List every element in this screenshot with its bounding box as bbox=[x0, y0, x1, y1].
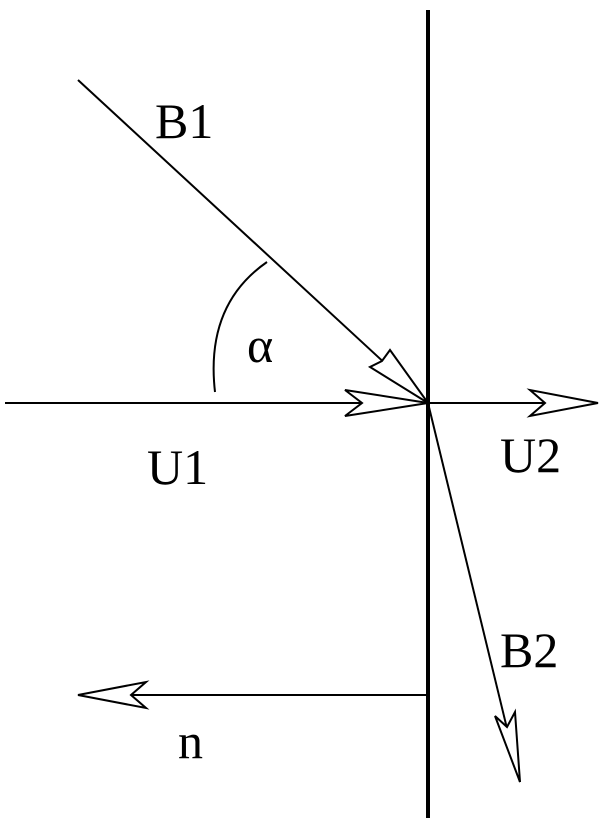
label-n: n bbox=[178, 713, 203, 769]
u1-vector-arrowhead bbox=[344, 389, 429, 417]
b1-vector-shaft bbox=[77, 79, 429, 404]
b1-vector-arrowhead bbox=[367, 348, 429, 404]
alpha-angle-arc bbox=[212, 261, 268, 393]
label-u2: U2 bbox=[500, 427, 561, 483]
u2-vector-arrowhead bbox=[526, 388, 599, 418]
b2-vector-shaft bbox=[427, 402, 521, 783]
label-b2: B2 bbox=[500, 622, 558, 678]
label-b1: B1 bbox=[155, 93, 213, 149]
normal-vector-arrowhead bbox=[77, 680, 150, 710]
b2-vector-arrowhead bbox=[494, 708, 521, 783]
label-alpha: α bbox=[247, 317, 273, 373]
label-u1: U1 bbox=[147, 439, 208, 495]
